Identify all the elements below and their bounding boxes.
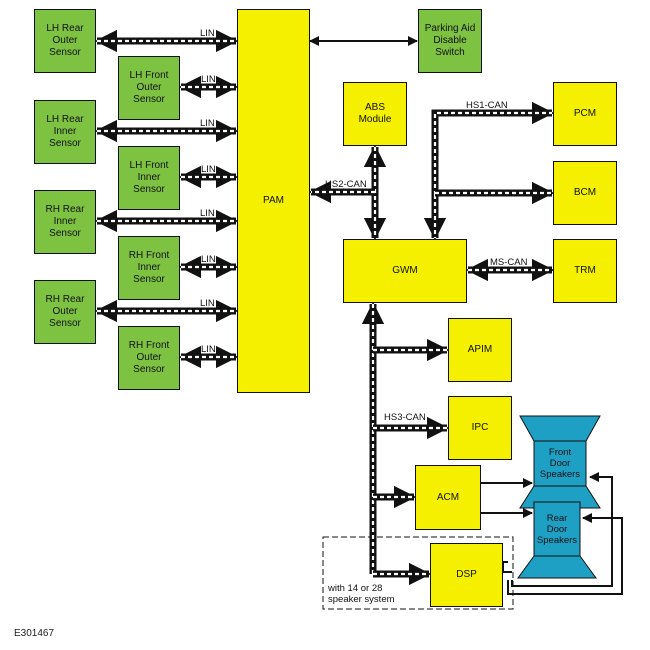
hs1-can-label: HS1-CAN: [466, 100, 508, 111]
dsp-module: DSP: [430, 543, 503, 607]
rh-rear-inner-sensor: RH Rear Inner Sensor: [34, 190, 96, 254]
lin-label: LIN: [201, 254, 216, 265]
lin-label: LIN: [200, 298, 215, 309]
rh-front-inner-sensor: RH Front Inner Sensor: [118, 236, 180, 300]
lh-front-inner-sensor: LH Front Inner Sensor: [118, 146, 180, 210]
ipc-module: IPC: [448, 396, 512, 460]
front-door-speakers-label: Front Door Speakers: [539, 447, 581, 480]
rear-door-speakers-label: Rear Door Speakers: [536, 513, 578, 546]
apim-module: APIM: [448, 318, 512, 382]
hs3-can-label: HS3-CAN: [384, 412, 426, 423]
lin-label: LIN: [200, 208, 215, 219]
speaker-system-note: with 14 or 28 speaker system: [328, 583, 395, 605]
hs1-can-bus-pcm: [431, 101, 555, 195]
figure-reference: E301467: [14, 628, 55, 639]
acm-module: ACM: [415, 465, 481, 530]
rh-rear-outer-sensor: RH Rear Outer Sensor: [34, 280, 96, 344]
lin-label: LIN: [201, 74, 216, 85]
pcm-module: PCM: [553, 82, 617, 146]
lh-front-outer-sensor: LH Front Outer Sensor: [118, 56, 180, 120]
parking-aid-disable-switch: Parking Aid Disable Switch: [418, 9, 482, 73]
hs2-can-label: HS2-CAN: [325, 179, 367, 190]
lh-rear-outer-sensor: LH Rear Outer Sensor: [34, 9, 96, 73]
lin-label: LIN: [200, 28, 215, 39]
rear-door-speakers-icon: [517, 501, 597, 579]
ms-can-label: MS-CAN: [490, 257, 528, 268]
gwm-module: GWM: [343, 239, 467, 303]
abs-module: ABS Module: [343, 82, 407, 146]
lh-rear-inner-sensor: LH Rear Inner Sensor: [34, 100, 96, 164]
speaker-system-option-boundary: [322, 536, 514, 610]
lin-label: LIN: [200, 118, 215, 129]
direct-connections: [309, 36, 623, 595]
bcm-module: BCM: [553, 161, 617, 225]
pam-module: PAM: [237, 9, 310, 393]
lin-label: LIN: [201, 164, 216, 175]
lin-label: LIN: [201, 344, 216, 355]
bus-connections: [94, 29, 555, 586]
rh-front-outer-sensor: RH Front Outer Sensor: [118, 326, 180, 390]
hs1-can-bus-pcm-dash: [433, 111, 552, 195]
trm-module: TRM: [553, 239, 617, 303]
front-door-speakers-icon: [519, 415, 601, 509]
